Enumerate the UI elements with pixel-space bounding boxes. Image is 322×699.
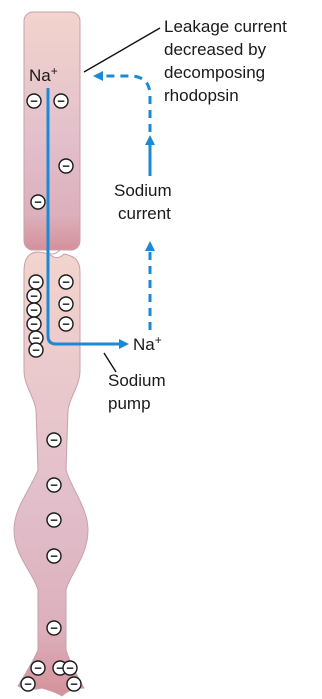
negative-charge-sign: − <box>34 661 42 676</box>
negative-charge-sign: − <box>62 317 70 332</box>
negative-charge-sign: − <box>34 195 42 210</box>
negative-charge-sign: − <box>62 297 70 312</box>
negative-charge-sign: − <box>32 343 40 358</box>
negative-charge-sign: − <box>24 677 32 692</box>
sodium-current-label: Sodium current <box>114 181 176 223</box>
leakage-current-label: Leakage current decreased by decomposing… <box>164 17 292 105</box>
negative-charge-sign: − <box>30 303 38 318</box>
leakage-pointer-line <box>84 28 160 72</box>
negative-charge-sign: − <box>62 275 70 290</box>
na-ion-label-pump: Na+ <box>133 333 162 354</box>
sodium-pump-label: Sodium pump <box>108 371 170 413</box>
negative-charge-sign: − <box>66 661 74 676</box>
negative-charge-sign: − <box>32 275 40 290</box>
negative-charge-sign: − <box>50 621 58 636</box>
negative-charge-sign: − <box>50 549 58 564</box>
negative-charge-sign: − <box>50 478 58 493</box>
sodium-pump-pointer-line <box>104 353 116 372</box>
negative-charge-sign: − <box>50 513 58 528</box>
leakage-return-dash <box>98 76 150 132</box>
negative-charge-sign: − <box>30 289 38 304</box>
negative-charge-sign: − <box>70 677 78 692</box>
outer-segment <box>24 12 80 250</box>
negative-charge-sign: − <box>57 94 65 109</box>
negative-charge-sign: − <box>30 317 38 332</box>
negative-charge-sign: − <box>62 159 70 174</box>
negative-charge-sign: − <box>30 94 38 109</box>
negative-charge-sign: − <box>50 433 58 448</box>
